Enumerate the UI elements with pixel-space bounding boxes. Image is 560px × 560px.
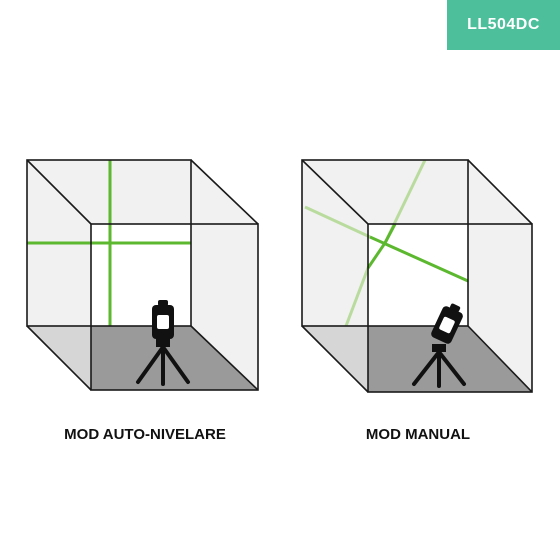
model-badge: LL504DC <box>447 0 560 50</box>
laser-tilted-line-b <box>369 235 469 283</box>
model-badge-label: LL504DC <box>467 16 540 33</box>
floor <box>91 326 258 390</box>
right-wall <box>191 160 258 390</box>
cube-manual <box>301 159 533 393</box>
laser-tilted-line-a <box>366 242 387 269</box>
caption-auto-level: MOD AUTO-NIVELARE <box>64 426 226 443</box>
laser-level-device-icon <box>136 300 190 386</box>
caption-manual: MOD MANUAL <box>365 426 471 443</box>
left-wall <box>302 160 368 326</box>
ceiling <box>302 160 468 224</box>
floor <box>368 326 532 392</box>
right-wall <box>468 160 532 392</box>
cube-auto-level <box>26 159 259 391</box>
laser-tilted-line-a-upper <box>383 223 397 244</box>
tilted-laser-level-device-icon <box>412 303 466 388</box>
